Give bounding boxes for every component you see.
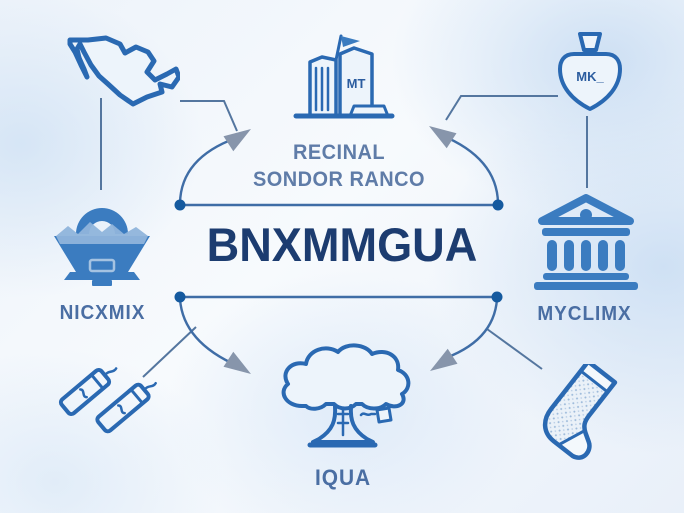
bank-label: MYCLIMX bbox=[537, 303, 632, 325]
node-firecrackers bbox=[45, 352, 167, 447]
basket-contents bbox=[56, 222, 148, 244]
node-monument: MT bbox=[292, 26, 396, 122]
node-basket bbox=[48, 194, 156, 286]
sock-cuff bbox=[580, 364, 615, 392]
map-detail-line bbox=[76, 50, 84, 64]
hub-dot-top-right bbox=[492, 199, 504, 211]
subtitle-line-2: SONDOR RANCO bbox=[253, 168, 425, 191]
node-map bbox=[62, 30, 180, 124]
arc-top-left bbox=[178, 136, 237, 204]
node-bank bbox=[530, 190, 642, 290]
monument-inner-text: MT bbox=[347, 76, 366, 91]
flag-pole bbox=[334, 34, 343, 62]
arrowhead-bottom-right bbox=[430, 348, 458, 371]
connector-top-to-center bbox=[445, 95, 558, 121]
basket-label: NICXMIX bbox=[59, 302, 146, 324]
sock-icon bbox=[542, 364, 618, 460]
bank-icon bbox=[534, 194, 638, 290]
mexico-map-icon bbox=[67, 35, 180, 107]
spinning-top-icon: MK_ bbox=[558, 32, 622, 111]
basket-icon bbox=[54, 208, 150, 286]
spinning-top-inner-text: MK_ bbox=[576, 69, 604, 84]
arrowhead-bottom-left bbox=[223, 351, 251, 374]
hub-dot-bottom-left bbox=[174, 291, 186, 303]
subtitle-line-1: RECINAL bbox=[292, 141, 386, 164]
arrowhead-top-right bbox=[429, 126, 457, 149]
node-spinning-top: MK_ bbox=[548, 30, 632, 122]
hub-dot-bottom-right bbox=[491, 291, 503, 303]
connector-map-to-center bbox=[180, 100, 238, 132]
page-title: BNXMMGUA bbox=[206, 218, 478, 271]
arc-bottom-left bbox=[178, 298, 239, 368]
building-flag-icon: MT bbox=[293, 34, 395, 119]
tree-swing-rope bbox=[359, 412, 377, 417]
tree-icon bbox=[281, 343, 411, 448]
hub-dot-top-left bbox=[174, 199, 186, 211]
node-tree bbox=[268, 342, 416, 457]
basket-buckle bbox=[88, 258, 116, 273]
node-sock bbox=[527, 364, 637, 460]
tree-label: IQUA bbox=[314, 465, 372, 490]
connector-to-sock bbox=[486, 328, 543, 370]
tree-swing-seat bbox=[375, 406, 393, 424]
connector-to-firecrackers bbox=[142, 326, 197, 378]
firecrackers-icon bbox=[58, 367, 157, 434]
flag bbox=[341, 36, 360, 47]
arrowhead-top-left bbox=[223, 129, 251, 152]
